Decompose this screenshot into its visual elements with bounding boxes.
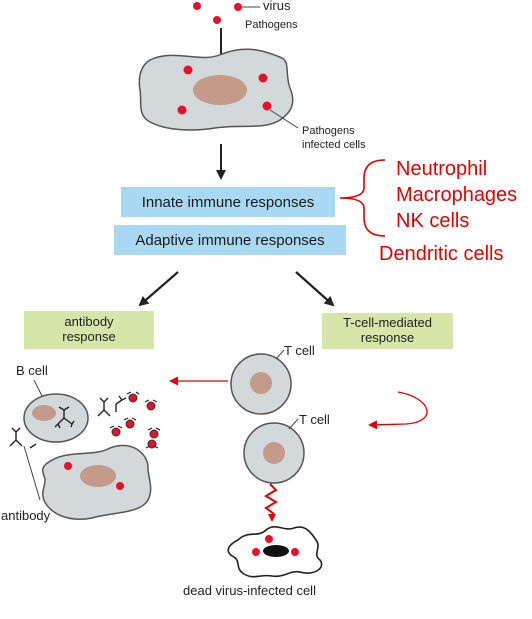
antibody-pointer: [23, 445, 41, 501]
infected-cells-label-line1: Pathogens: [302, 125, 355, 137]
innate-cell-macrophages: Macrophages: [396, 184, 518, 206]
innate-response-label: Innate immune responses: [141, 193, 315, 211]
virus-label: virus: [263, 0, 291, 13]
tcell-response-line1: T-cell-mediated: [343, 315, 432, 331]
innate-cell-dendritic-cells: Dendritic cells: [379, 243, 504, 265]
innate-cell-nk-cells: NK cells: [396, 210, 470, 232]
innate-cell-neutrophil: Neutrophil: [396, 158, 488, 180]
dead-cell-label: dead virus-infected cell: [183, 583, 316, 598]
b-cell-pointer: [33, 379, 43, 397]
t-cell-top-graphic: [230, 353, 292, 415]
virus-particles: [193, 2, 242, 24]
dead-cell-graphic: [227, 526, 323, 578]
antibody-bound-viruses: [109, 391, 161, 449]
innate-brace: [339, 159, 386, 237]
b-cell-graphic: [23, 393, 89, 443]
infected-cell: [138, 48, 294, 131]
t-cell-lower-label: T cell: [299, 412, 330, 427]
free-antibodies: [9, 395, 127, 449]
infected-cell-lower: [41, 444, 152, 520]
t-cell-lower-pointer: [288, 418, 299, 430]
innate-response-box: Innate immune responses: [121, 187, 335, 217]
antibody-label: antibody: [1, 508, 51, 523]
red-curved-arrow: [368, 391, 428, 430]
pathogens-label: Pathogens: [245, 19, 298, 31]
infected-cells-label-line2: infected cells: [302, 139, 366, 151]
t-cell-top-label: T cell: [284, 343, 315, 358]
antibody-response-line1: antibody: [64, 314, 114, 330]
tcell-response-box: T-cell-mediated response: [322, 313, 453, 349]
t-cell-top-pointer: [275, 349, 285, 360]
arrow-to-antibody-response: [138, 271, 179, 307]
antibody-response-line2: response: [62, 329, 116, 344]
zigzag-attack: [264, 483, 278, 515]
b-cell-label: B cell: [16, 363, 48, 378]
tcell-response-line2: response: [360, 330, 415, 345]
antibody-response-box: antibody response: [24, 311, 154, 349]
adaptive-response-box: Adaptive immune responses: [114, 225, 346, 255]
infected-pointer-line: [269, 109, 299, 129]
arrow-to-tcell-response: [295, 271, 335, 307]
adaptive-response-label: Adaptive immune responses: [135, 231, 325, 249]
t-cell-lower-graphic: [243, 422, 305, 484]
